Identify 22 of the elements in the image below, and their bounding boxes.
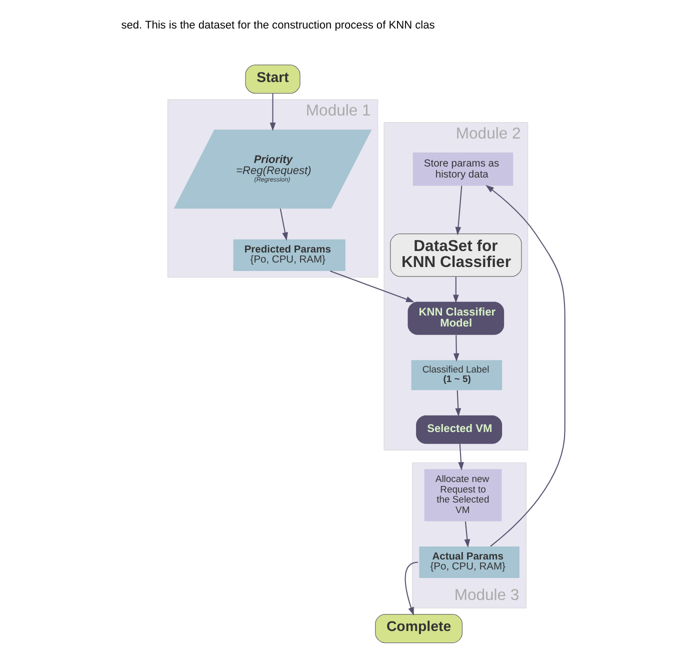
node-box: Start — [244, 64, 300, 94]
label: sed. This is the dataset for the construction process of KNN clas — [120, 19, 434, 32]
node-box: Complete — [374, 614, 462, 644]
arrow — [404, 562, 418, 616]
arrow — [485, 184, 565, 547]
node-box: Store params as history data — [412, 152, 513, 186]
node-box: KNN Classifier Model — [407, 302, 504, 335]
node-box: DataSet for KNN Classifier — [390, 234, 522, 277]
arrow — [269, 93, 276, 132]
node-box: Selected VM — [416, 415, 502, 444]
arrow — [452, 335, 459, 362]
arrow — [452, 276, 458, 304]
arrow — [458, 444, 464, 470]
node-box: Allocate new Request to the Selected VM — [424, 469, 502, 522]
node-box: Predicted Params {Po, CPU, RAM} — [232, 239, 345, 271]
arrow — [329, 270, 414, 302]
arrow — [454, 186, 462, 236]
node-box: Actual Params {Po, CPU, RAM} — [418, 546, 519, 578]
arrow — [454, 390, 461, 417]
arrow — [464, 521, 470, 548]
arrow — [279, 208, 288, 241]
node-box: Classified Label (1 ~ 5) — [410, 360, 502, 390]
